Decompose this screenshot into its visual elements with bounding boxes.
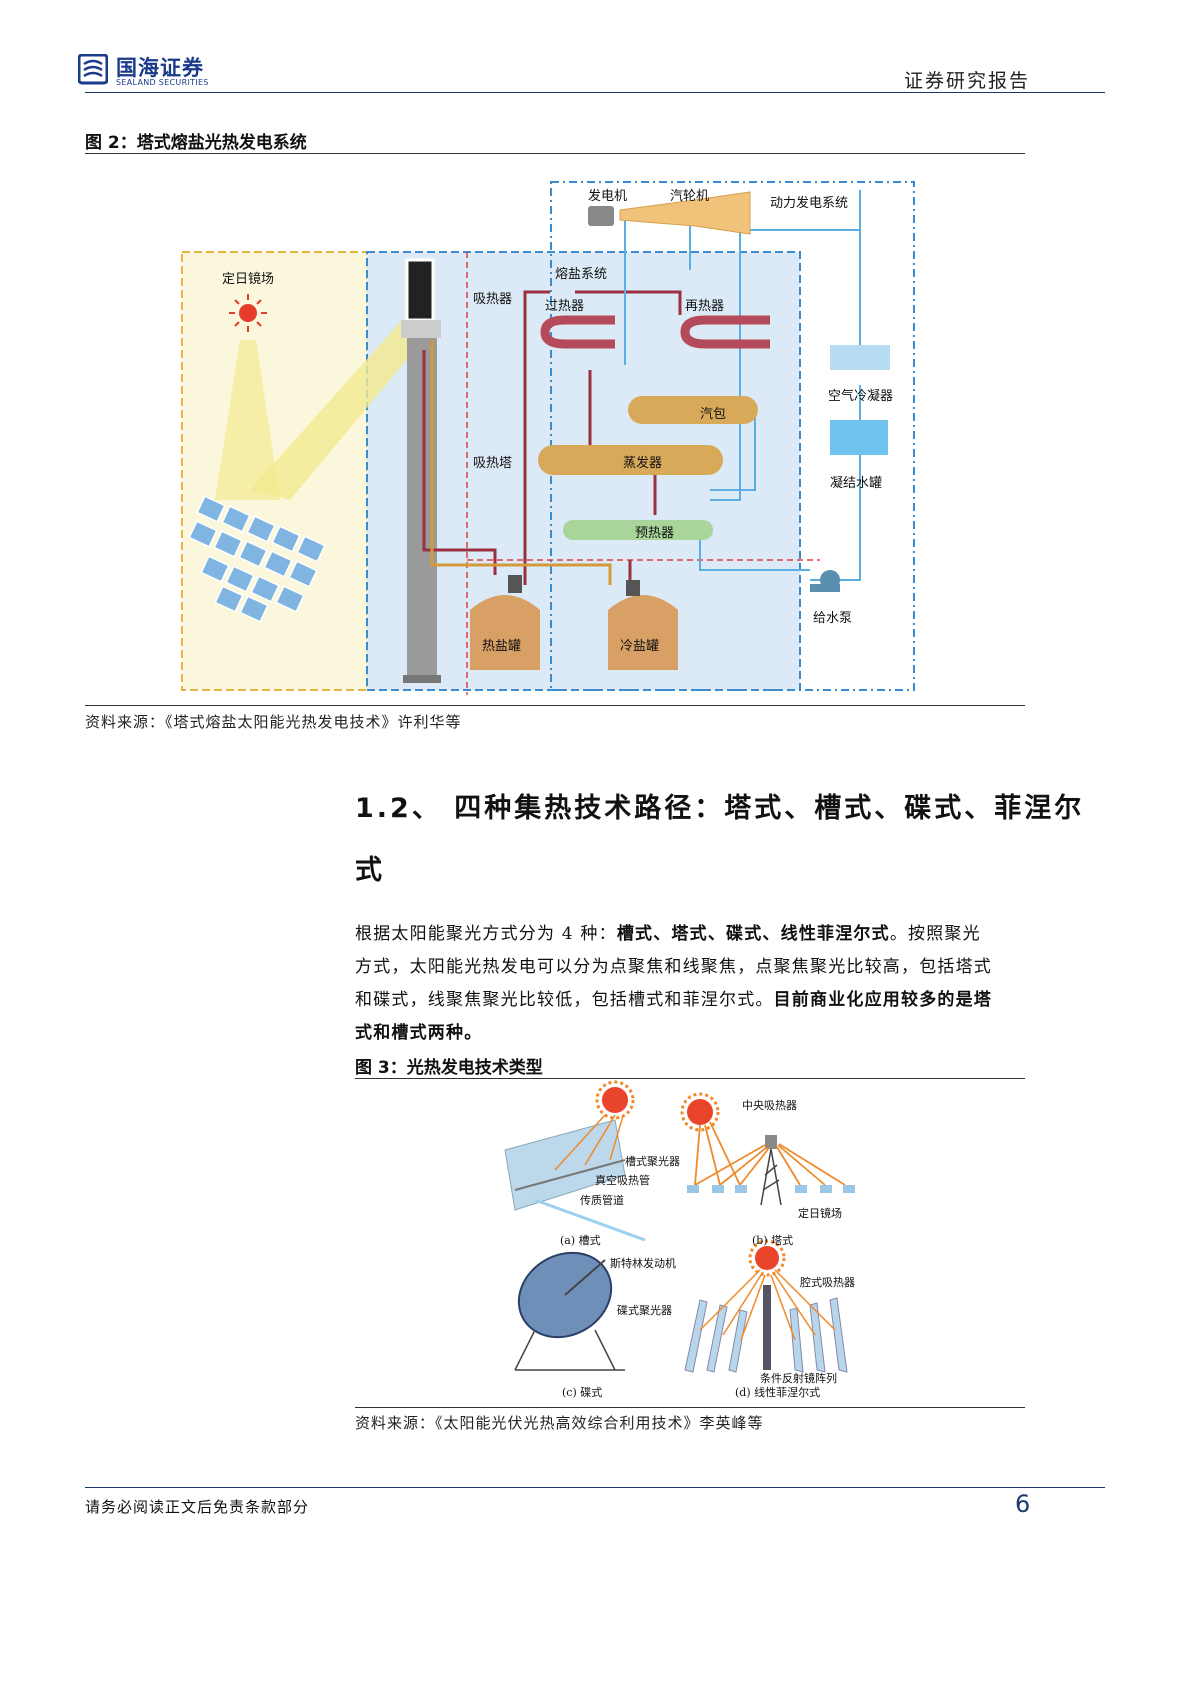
cavity-receiver-icon xyxy=(763,1285,771,1370)
sun-icon xyxy=(748,1239,786,1277)
para-line-1: 根据太阳能聚光方式分为 4 种：槽式、塔式、碟式、线性菲涅尔式。按照聚光 xyxy=(355,924,981,944)
label-trough-concentrator: 槽式聚光器 xyxy=(625,1155,680,1168)
figure-2-bottom-rule xyxy=(85,705,1025,706)
central-receiver-icon xyxy=(765,1135,777,1149)
report-type: 证券研究报告 xyxy=(903,70,1030,92)
sun-icon xyxy=(595,1080,635,1120)
condensate-tank-icon xyxy=(830,420,888,455)
power-zone xyxy=(550,181,915,691)
figure-3-title: 图 3：光热发电技术类型 xyxy=(355,1058,543,1078)
feed-pump-icon xyxy=(810,570,840,592)
reheater-icon xyxy=(680,315,770,349)
label-tower: 吸热塔 xyxy=(473,456,513,471)
label-power-system: 动力发电系统 xyxy=(770,196,849,211)
figure-2-title: 图 2：塔式熔盐光热发电系统 xyxy=(85,133,307,153)
logo-english: SEALAND SECURITIES xyxy=(116,78,209,87)
cold-tank-icon xyxy=(608,580,678,670)
label-cold-tank: 冷盐罐 xyxy=(620,639,660,654)
footer-rule xyxy=(85,1487,1105,1488)
label-central-receiver: 中央吸热器 xyxy=(742,1099,797,1112)
label-heliostat-field: 定日镜场 xyxy=(222,272,275,287)
label-htf-pipe: 传质管道 xyxy=(580,1194,624,1207)
page-number: 6 xyxy=(1015,1490,1031,1518)
label-generator: 发电机 xyxy=(588,189,628,204)
company-logo: 国海证券 SEALAND SECURITIES xyxy=(78,52,238,88)
label-feed-pump: 给水泵 xyxy=(813,611,853,626)
para-line-4: 式和槽式两种。 xyxy=(355,1023,483,1043)
superheater-icon xyxy=(540,315,615,349)
label-hot-tank: 热盐罐 xyxy=(482,639,522,654)
label-reheater: 再热器 xyxy=(685,299,725,314)
preheater-icon xyxy=(563,520,713,540)
label-strip-mirror: 条件反射镜阵列 xyxy=(760,1372,837,1385)
label-cavity-receiver: 腔式吸热器 xyxy=(800,1276,855,1289)
section-title: 1.2、 四种集热技术路径：塔式、槽式、碟式、菲涅尔 xyxy=(355,793,1085,824)
label-turbine: 汽轮机 xyxy=(670,189,710,204)
section-title-cont: 式 xyxy=(355,855,385,886)
heliostat-mirrors xyxy=(188,495,326,623)
caption-a: (a) 槽式 xyxy=(560,1234,601,1247)
figure-3-top-rule xyxy=(355,1078,1025,1079)
footer-disclaimer: 请务必阅读正文后免责条款部分 xyxy=(85,1498,310,1516)
sun-icon xyxy=(680,1092,720,1132)
logo-chinese: 国海证券 xyxy=(116,56,204,80)
label-stirling: 斯特林发动机 xyxy=(610,1257,676,1270)
para-line-3: 和碟式，线聚焦聚光比较低，包括槽式和菲涅尔式。目前商业化应用较多的是塔 xyxy=(355,990,993,1010)
label-receiver: 吸热器 xyxy=(473,292,513,307)
sun-icon xyxy=(229,294,267,332)
figure-2-diagram xyxy=(181,181,915,695)
caption-c: (c) 碟式 xyxy=(562,1386,603,1399)
header-rule xyxy=(85,92,1105,93)
evaporator-icon xyxy=(538,445,723,475)
trough-concentrator-icon xyxy=(504,1119,626,1211)
label-superheater: 过热器 xyxy=(545,299,585,314)
label-heliostat: 定日镜场 xyxy=(798,1207,842,1220)
drum-icon xyxy=(628,396,758,424)
figure-2-top-rule xyxy=(85,153,1025,154)
label-dish-concentrator: 碟式聚光器 xyxy=(617,1304,672,1317)
figure-2-source: 资料来源：《塔式熔盐太阳能光热发电技术》许利华等 xyxy=(85,713,462,731)
para-line-2: 方式，太阳能光热发电可以分为点聚焦和线聚焦，点聚焦聚光比较高，包括塔式 xyxy=(355,957,992,977)
air-condenser-icon xyxy=(830,345,890,370)
label-evaporator: 蒸发器 xyxy=(623,456,663,471)
logo-mark-icon xyxy=(78,54,108,85)
figure-3-bottom-rule xyxy=(355,1407,1025,1408)
hot-tank-icon xyxy=(470,575,540,670)
label-molten-salt-system: 熔盐系统 xyxy=(555,267,608,282)
generator-icon xyxy=(588,206,614,226)
label-drum: 汽包 xyxy=(700,407,727,422)
caption-b: (b) 塔式 xyxy=(752,1234,794,1247)
label-vacuum-tube: 真空吸热管 xyxy=(595,1174,650,1187)
body-paragraph: 根据太阳能聚光方式分为 4 种：槽式、塔式、碟式、线性菲涅尔式。按照聚光 方式，… xyxy=(355,918,1030,1050)
turbine-icon xyxy=(619,191,751,235)
figure-3-diagram xyxy=(504,1080,855,1373)
label-air-condenser: 空气冷凝器 xyxy=(828,389,894,404)
caption-d: (d) 线性菲涅尔式 xyxy=(735,1386,821,1399)
label-condensate-tank: 凝结水罐 xyxy=(830,476,883,491)
tower-lattice-icon xyxy=(760,1148,782,1206)
figure-3-source: 资料来源：《太阳能光伏光热高效综合利用技术》李英峰等 xyxy=(355,1414,764,1432)
label-preheater: 预热器 xyxy=(635,526,675,541)
